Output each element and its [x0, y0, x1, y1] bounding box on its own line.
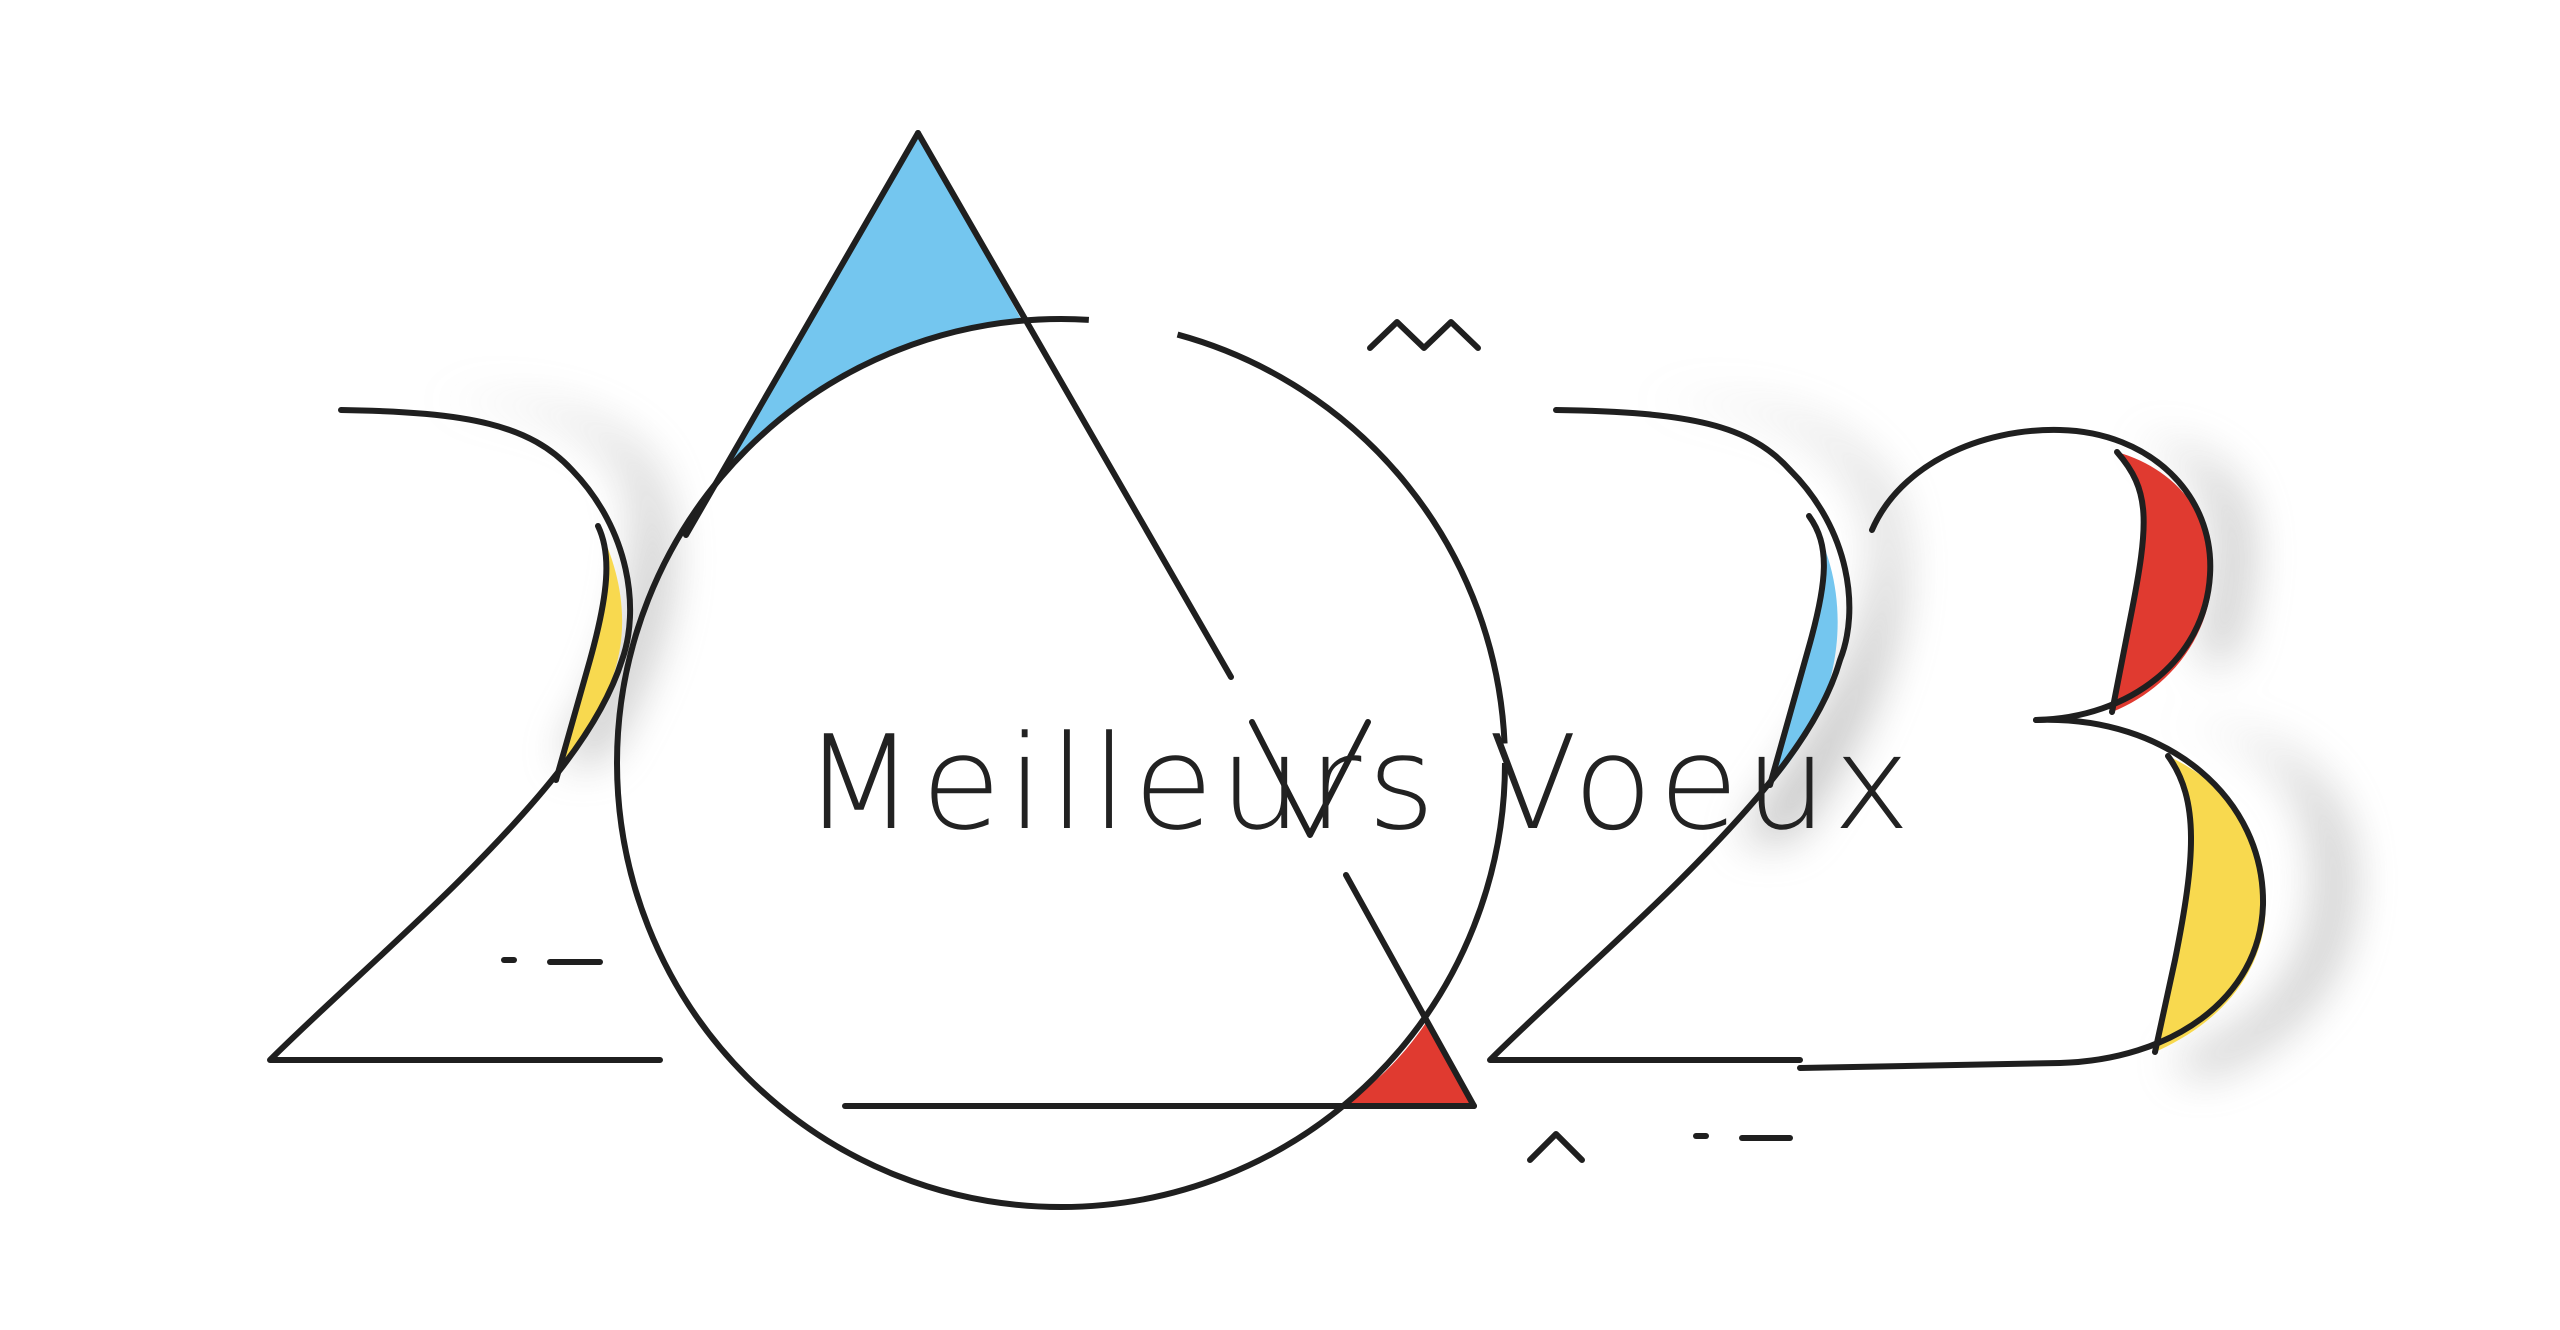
line-work	[267, 130, 2267, 1210]
blue-triangle-fill	[722, 133, 1021, 476]
digit-shadows	[430, 399, 2350, 1075]
triangle-right-edge-upper	[915, 130, 1234, 680]
yellow-crescent-3-bottom	[2155, 756, 2266, 1052]
digit-zero-circle	[614, 316, 1508, 1210]
caret-mark-bottom	[1527, 1131, 1585, 1163]
digit-two-right	[1487, 407, 1853, 1063]
zigzag-mark-top	[1367, 319, 1481, 351]
digit-three-top	[1869, 426, 2214, 723]
triangle-right-edge-lower	[1343, 872, 1477, 1109]
digit-three-top-inner	[2109, 449, 2147, 715]
v-stroke	[1249, 719, 1371, 838]
digit-three-bottom	[1797, 716, 2267, 1071]
digit-two-right-inner	[1767, 513, 1827, 788]
digit-two-left	[267, 407, 663, 1063]
decorative-marks	[501, 319, 1793, 1163]
red-triangle-fill	[1343, 1021, 1474, 1106]
greeting-text: Meilleurs Voeux	[803, 707, 1916, 859]
color-accents	[556, 133, 2266, 1106]
digit-two-left-inner	[553, 523, 610, 783]
triangle-left-edge	[683, 130, 921, 538]
digit-three-bottom-inner	[2152, 753, 2194, 1055]
